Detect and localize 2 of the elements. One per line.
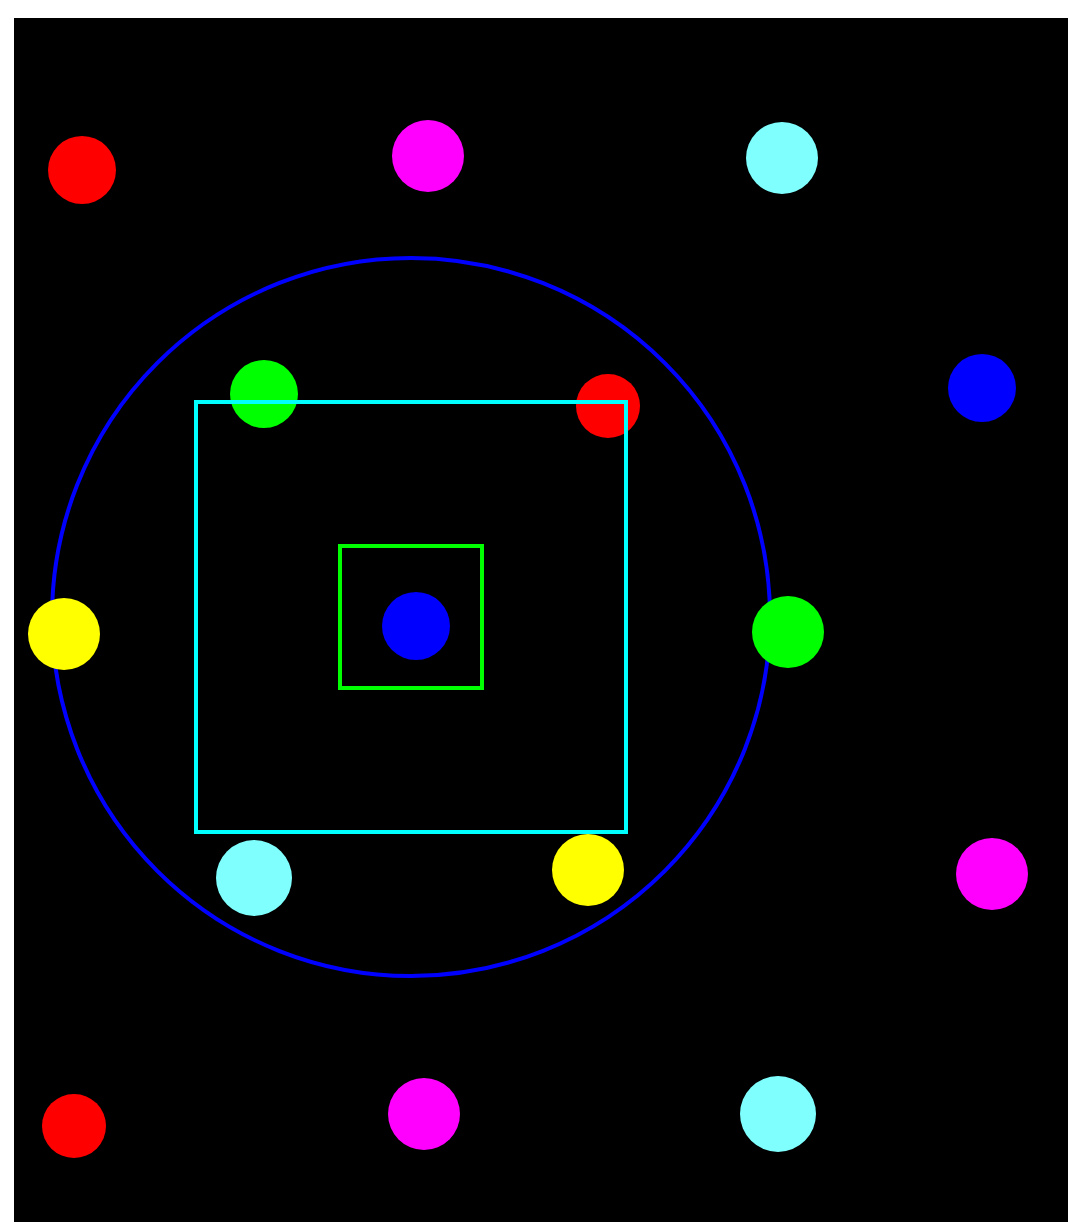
square-outline [337,543,483,689]
square-outline [193,399,627,833]
